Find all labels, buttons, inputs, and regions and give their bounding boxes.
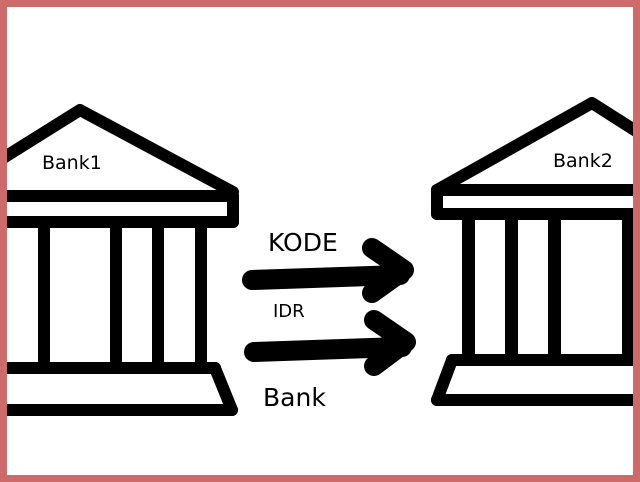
transfer-arrow-top xyxy=(242,238,414,303)
idr-label: IDR xyxy=(273,301,305,322)
transfer-arrow-bottom xyxy=(244,310,416,376)
kode-label: KODE xyxy=(268,228,338,257)
bank1-building-icon xyxy=(7,104,239,416)
bank1-label: Bank1 xyxy=(42,152,102,174)
bank2-label: Bank2 xyxy=(553,150,613,172)
bank2-building-icon xyxy=(431,97,633,406)
bank-label: Bank xyxy=(263,383,326,412)
